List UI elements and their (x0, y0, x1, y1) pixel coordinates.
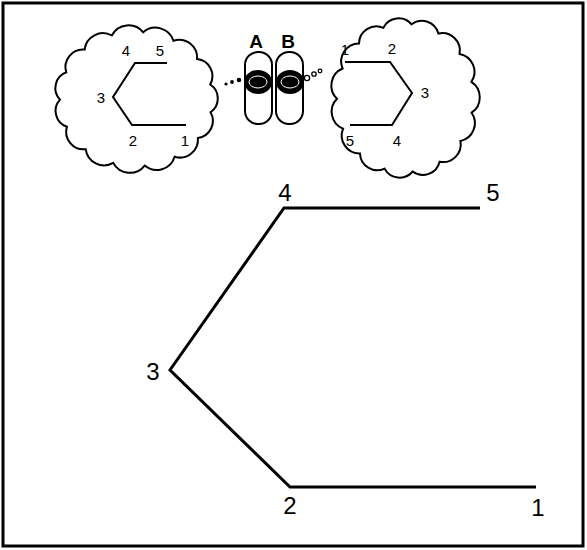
site-number: 3 (97, 90, 105, 105)
site-number: 5 (156, 43, 164, 58)
site-number: 3 (146, 360, 159, 384)
cloud-outline (48, 20, 224, 178)
site-number: 5 (346, 133, 354, 148)
figure-blob (276, 70, 304, 94)
frame (3, 3, 583, 546)
figure-blob-mark (249, 76, 267, 88)
cloud-outline-path (331, 18, 479, 177)
figure-letter: B (281, 32, 295, 51)
thought-cloud: 4 5 3 2 1 (48, 20, 224, 178)
thought-dot (318, 69, 322, 73)
imagined-chain (345, 62, 412, 125)
figure-body (245, 52, 272, 124)
thought-dots (224, 69, 321, 85)
site-number: 1 (341, 42, 349, 57)
figures (244, 52, 304, 124)
chain-zigzag (170, 208, 536, 487)
site-number: 4 (278, 181, 291, 205)
thought-dot (224, 82, 227, 85)
site-number: 3 (421, 85, 429, 100)
figure-letter: A (249, 32, 263, 51)
cloud-outline-path (55, 25, 217, 172)
thought-dot (304, 75, 309, 80)
thought-dot (230, 80, 234, 84)
site-number: 4 (393, 133, 401, 148)
figure-blob (244, 70, 272, 94)
figure-body (276, 52, 303, 124)
cloud-outline (325, 12, 485, 184)
site-number: 2 (129, 133, 137, 148)
site-number: 5 (486, 181, 499, 205)
site-number: 1 (531, 496, 544, 520)
thought-cloud: 1 2 3 5 4 (325, 12, 485, 184)
imagined-chain (113, 63, 186, 125)
thought-dot (237, 78, 242, 83)
site-number: 4 (122, 43, 130, 58)
site-number: 2 (388, 41, 396, 56)
thought-dot (312, 72, 316, 76)
figure-blob-mark (281, 76, 299, 88)
site-number: 2 (283, 494, 296, 518)
site-number: 1 (181, 133, 189, 148)
